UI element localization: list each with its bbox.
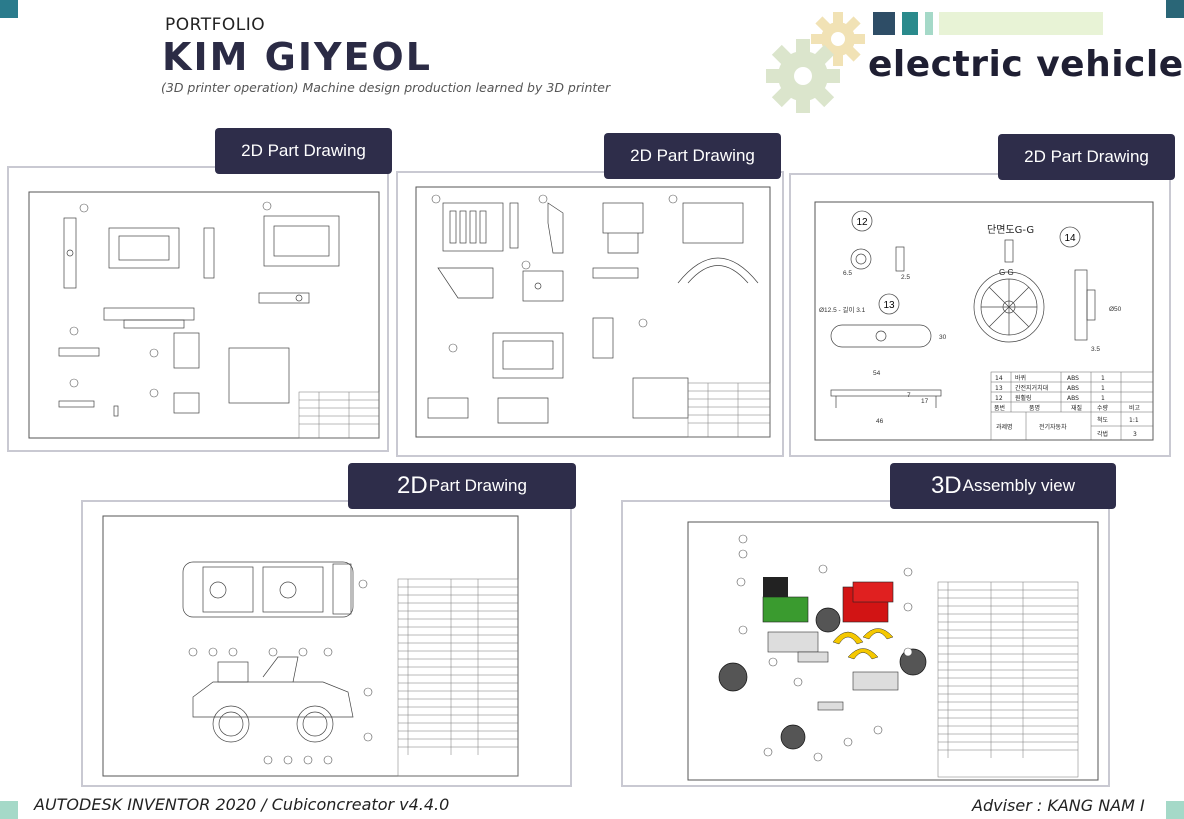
balloon-12: 12: [856, 217, 868, 228]
bom-row-2-qty: 1: [1101, 385, 1105, 392]
panel-5-label-big: 3D: [930, 472, 962, 499]
technical-drawing-3: 12 13 14 단면도G-G G G Ø12.5 - 길이 3.1 54 46…: [814, 201, 1154, 441]
bom-header-no: 품번: [994, 404, 1005, 412]
section-label: 단면도G-G: [987, 224, 1034, 236]
technical-drawing-4: [102, 515, 519, 777]
corner-accent-bottom-left: [0, 801, 18, 819]
gears-icon: [766, 12, 865, 113]
bom-header-name: 품명: [1029, 404, 1040, 412]
deco-block-teal: [902, 12, 918, 35]
panel-1-label: 2D Part Drawing: [215, 128, 392, 174]
bom-row-1-no: 14: [995, 375, 1003, 382]
drawing-panel-4: [81, 500, 572, 787]
dim-7: 7: [907, 392, 911, 399]
corner-accent-top-right: [1166, 0, 1184, 18]
project-title: electric vehicle: [868, 44, 1184, 85]
dim-17: 17: [921, 398, 929, 405]
dim-hole: Ø12.5 - 길이 3.1: [819, 305, 866, 314]
bom-row-2-no: 13: [995, 385, 1003, 392]
bom-row-3-name: 원휠링: [1015, 394, 1032, 402]
panel-3-label: 2D Part Drawing: [998, 134, 1175, 180]
dim-3-5: 3.5: [1091, 346, 1100, 353]
title-block-angle: 3: [1133, 431, 1137, 438]
drawing-panel-1: [7, 166, 389, 452]
panel-4-label-big: 2D: [397, 472, 428, 499]
dim-diameter-50: Ø50: [1109, 306, 1122, 313]
bom-header-mat: 재질: [1071, 404, 1082, 412]
dim-height-30: 30: [939, 334, 947, 341]
deco-block-navy: [873, 12, 895, 35]
corner-accent-bottom-right: [1166, 801, 1184, 819]
title-block-scale-label: 척도: [1097, 416, 1109, 424]
bom-row-2-mat: ABS: [1067, 385, 1079, 392]
dim-6-5: 6.5: [843, 270, 852, 277]
panel-5-label: 3D Assembly view: [890, 463, 1116, 509]
software-credit: AUTODESK INVENTOR 2020 / Cubiconcreator …: [34, 795, 450, 814]
panel-4-label-rest: Part Drawing: [428, 476, 527, 495]
bom-row-3-qty: 1: [1101, 395, 1105, 402]
bom-header-qty: 수량: [1097, 405, 1109, 412]
balloon-13: 13: [883, 300, 895, 311]
section-letters: G G: [999, 268, 1014, 277]
panel-5-label-rest: Assembly view: [962, 476, 1076, 495]
title-block-angle-label: 각법: [1097, 430, 1108, 438]
bom-row-3-mat: ABS: [1067, 395, 1079, 402]
bom-row-1-mat: ABS: [1067, 375, 1079, 382]
author-name: KIM GIYEOL: [162, 35, 432, 79]
dim-length-54: 54: [873, 370, 881, 377]
bom-row-2-name: 간전지거치대: [1015, 384, 1048, 392]
adviser-credit: Adviser : KANG NAM I: [972, 796, 1145, 815]
deco-block-mint: [925, 12, 933, 35]
drawing-panel-2: [396, 171, 784, 457]
corner-accent-top-left: [0, 0, 18, 18]
balloon-14: 14: [1064, 233, 1076, 244]
assembly-view-drawing: [687, 521, 1099, 781]
drawing-panel-3: 12 13 14 단면도G-G G G Ø12.5 - 길이 3.1 54 46…: [789, 173, 1171, 457]
title-block-label: 과제명: [996, 423, 1013, 431]
assembly-panel: [621, 500, 1110, 787]
panel-2-label: 2D Part Drawing: [604, 133, 781, 179]
portfolio-label: PORTFOLIO: [165, 15, 266, 35]
dim-2-5: 2.5: [901, 274, 910, 281]
bom-row-1-qty: 1: [1101, 375, 1105, 382]
deco-block-lime: [939, 12, 1103, 35]
bom-row-3-no: 12: [995, 395, 1003, 402]
technical-drawing-1: [28, 191, 380, 439]
subtitle: (3D printer operation) Machine design pr…: [161, 80, 611, 95]
bom-row-1-name: 바퀴: [1015, 374, 1026, 382]
technical-drawing-2: [415, 186, 771, 438]
dim-length-46: 46: [876, 418, 884, 425]
panel-4-label: 2D Part Drawing: [348, 463, 576, 509]
bom-header-note: 비고: [1129, 404, 1141, 412]
title-block-name: 전기자동차: [1039, 423, 1067, 431]
title-block-scale: 1:1: [1129, 417, 1139, 424]
